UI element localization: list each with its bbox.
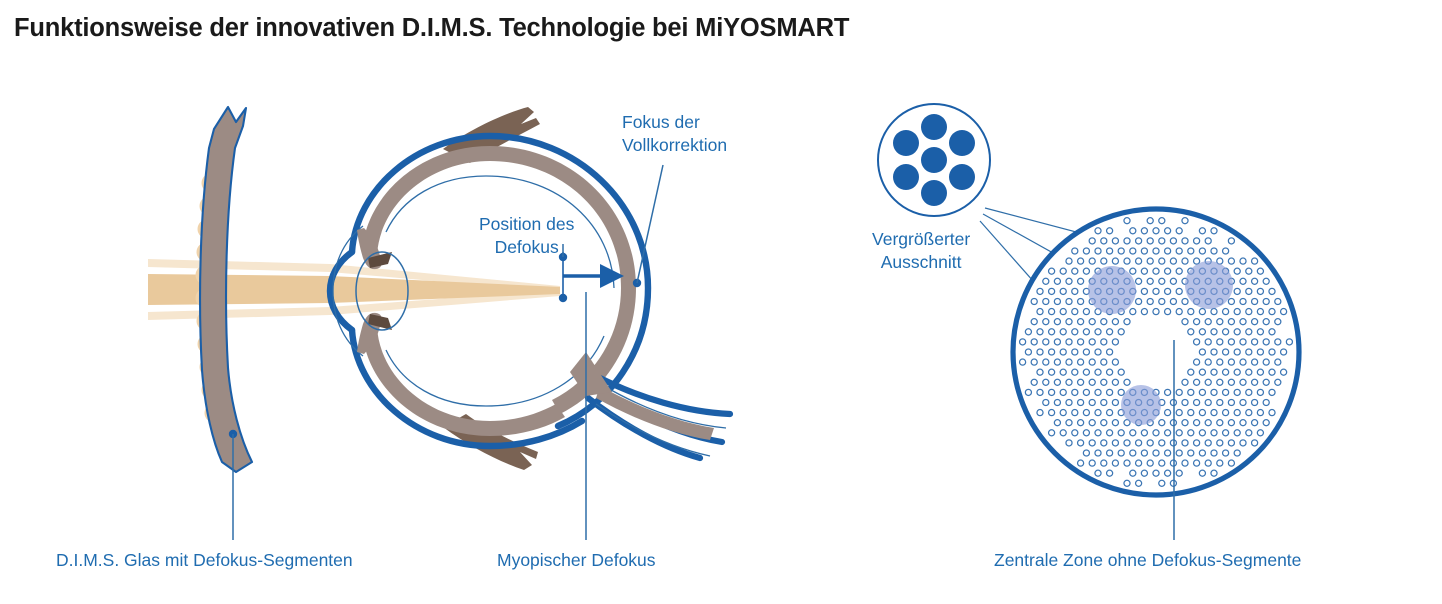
highlight-patch-bottom <box>1121 385 1161 425</box>
light-beams <box>148 259 560 320</box>
label-dims-glas-mit-defokus-segmenten: D.I.M.S. Glas mit Defokus-Segmenten <box>56 550 353 570</box>
cornea-inner-arc <box>332 225 364 357</box>
magnifier-dots <box>893 114 975 206</box>
iris-wedge-bottom <box>368 314 392 330</box>
iris-wedge-top <box>368 252 392 268</box>
fokus-leader-line <box>636 164 664 284</box>
vitreous-boundary-arc <box>385 175 615 289</box>
optic-nerve <box>570 352 734 462</box>
highlight-patch-right <box>1185 261 1233 309</box>
retina-choroid-lower <box>362 327 565 436</box>
sclera-outline <box>348 132 652 430</box>
page-title: Funktionsweise der innovativen D.I.M.S. … <box>14 14 850 42</box>
defocus-dot-bottom <box>558 293 568 303</box>
highlight-patches <box>1088 261 1233 425</box>
crystalline-lens <box>355 251 409 331</box>
lens-outer-ring <box>1010 206 1302 498</box>
label-fokus-vollkorrektion: Fokus der Vollkorrektion <box>622 112 728 155</box>
eye-diagram-group <box>148 105 734 540</box>
light-beam-center <box>148 274 560 305</box>
label-vergroesserter-ausschnitt: Vergrößerter Ausschnitt <box>872 229 971 272</box>
cornea <box>326 248 356 334</box>
defocus-arrow-group <box>558 252 642 303</box>
sclera-outline-lower <box>348 326 586 450</box>
light-beam-upper <box>148 259 560 292</box>
label-zentrale-zone: Zentrale Zone ohne Defokus-Segmente <box>994 550 1302 570</box>
light-beam-lower <box>148 290 560 320</box>
highlight-patch-left <box>1088 266 1136 314</box>
defocus-arrow-head <box>600 264 624 288</box>
label-myopischer-defokus: Myopischer Defokus <box>497 550 656 570</box>
dims-lens-face-group <box>877 103 1302 540</box>
dims-spectacle-lens <box>198 105 254 474</box>
label-position-defokus: Position des Defokus <box>479 214 575 257</box>
